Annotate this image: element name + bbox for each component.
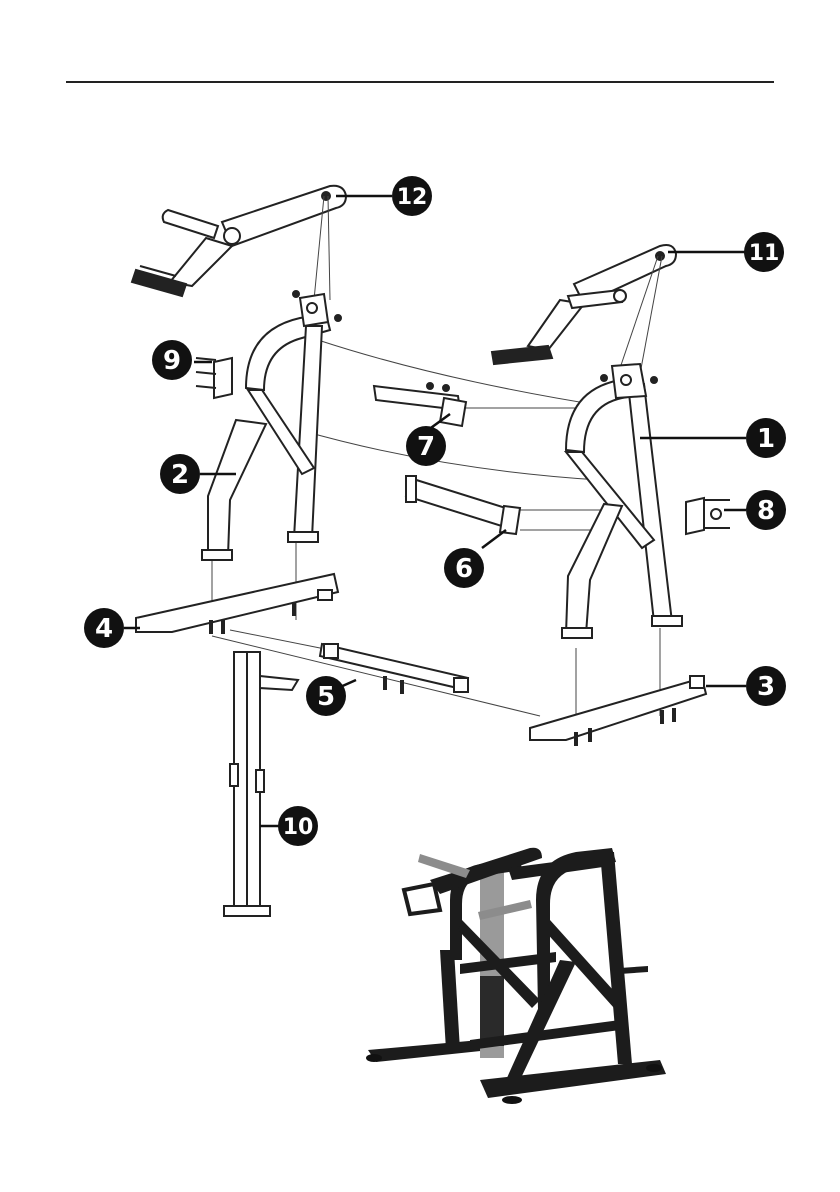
part-6-lower-crossbeam [406,476,520,534]
part-8-bracket [686,498,730,534]
callout-5-label: 5 [317,682,335,712]
callout-6: 6 [444,548,484,588]
callout-9-label: 9 [163,346,181,376]
callout-2: 2 [160,454,200,494]
part-10-post [224,652,298,916]
callout-7: 7 [406,426,446,466]
callout-12: 12 [392,176,432,216]
callout-3: 3 [746,666,786,706]
part-7-upper-crossbeam [374,383,466,426]
callout-3-label: 3 [757,672,775,702]
callout-2-label: 2 [171,460,189,490]
part-11-right-arm [492,245,676,364]
callout-7-label: 7 [417,432,435,462]
callout-1: 1 [746,418,786,458]
callout-1-label: 1 [757,424,775,454]
callout-11: 11 [744,232,784,272]
callout-4: 4 [84,608,124,648]
part-9-bracket [196,358,232,398]
callout-4-label: 4 [95,614,113,644]
callout-10-label: 10 [283,815,314,840]
part-12-left-arm [132,186,346,296]
callout-9: 9 [152,340,192,380]
callout-12-label: 12 [397,185,428,210]
part-3-right-base [530,676,706,740]
part-2-left-frame [202,291,341,560]
assembled-machine-image [366,848,666,1104]
part-4-left-base [136,574,338,632]
callout-8: 8 [746,490,786,530]
callout-6-label: 6 [455,554,473,584]
callout-8-label: 8 [757,496,775,526]
callout-10: 10 [278,806,318,846]
part-1-right-frame [562,364,682,638]
callout-11-label: 11 [749,241,780,266]
callout-5: 5 [306,676,346,716]
